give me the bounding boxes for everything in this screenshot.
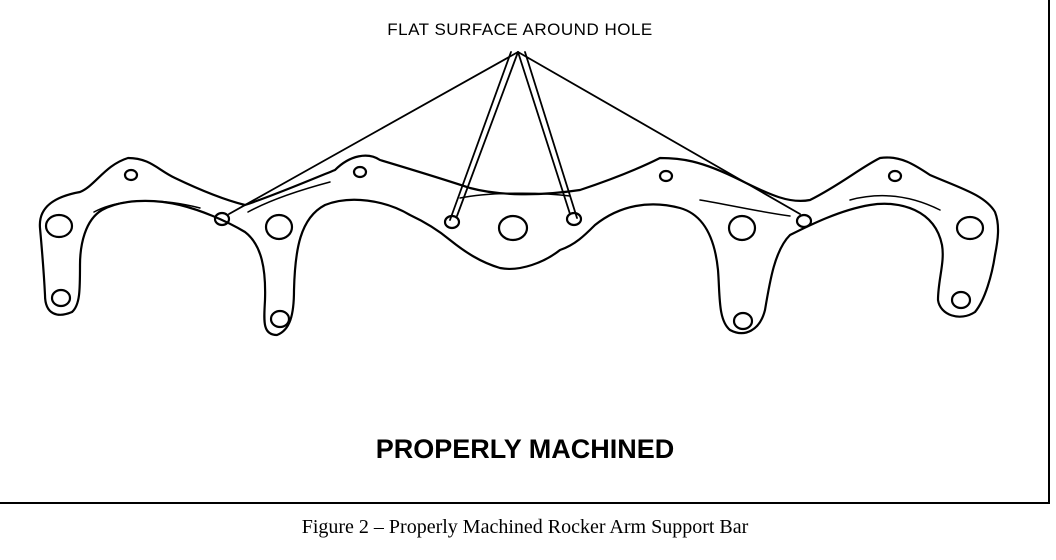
hole-small-2-bottom (269, 309, 291, 329)
hole-small-right-top (887, 169, 903, 183)
figure-frame (0, 0, 1050, 504)
hole-small-left-top (123, 168, 139, 182)
figure-caption: Figure 2 – Properly Machined Rocker Arm … (301, 516, 749, 538)
leader-line-5 (449, 51, 512, 221)
hole-small-4-bottom (732, 311, 754, 331)
support-bar-diagram (38, 51, 1000, 337)
hole-large-left-end (44, 213, 74, 239)
leader-line-6 (524, 51, 578, 219)
hole-flat-surface-2 (443, 214, 461, 230)
hole-large-right-end (955, 215, 985, 241)
machined-edge-line (93, 181, 941, 217)
hole-large-2 (264, 213, 294, 241)
hole-large-center (497, 214, 529, 242)
leader-line-3 (517, 51, 571, 215)
hole-flat-surface-4 (795, 213, 813, 229)
leader-line-2 (456, 51, 519, 217)
hole-flat-surface-1 (213, 211, 231, 227)
hole-small-2-top (352, 165, 368, 179)
hole-small-left-bottom (50, 288, 72, 308)
callout-label: FLAT SURFACE AROUND HOLE (387, 20, 653, 39)
hole-flat-surface-3 (565, 211, 583, 227)
hole-small-3-top (658, 169, 674, 183)
hole-small-right-bottom (950, 290, 972, 310)
hole-large-4 (727, 214, 757, 242)
leader-line-1 (228, 51, 519, 215)
support-bar-outline (38, 154, 1000, 337)
diagram-label: PROPERLY MACHINED (375, 434, 675, 464)
holes (44, 165, 985, 331)
